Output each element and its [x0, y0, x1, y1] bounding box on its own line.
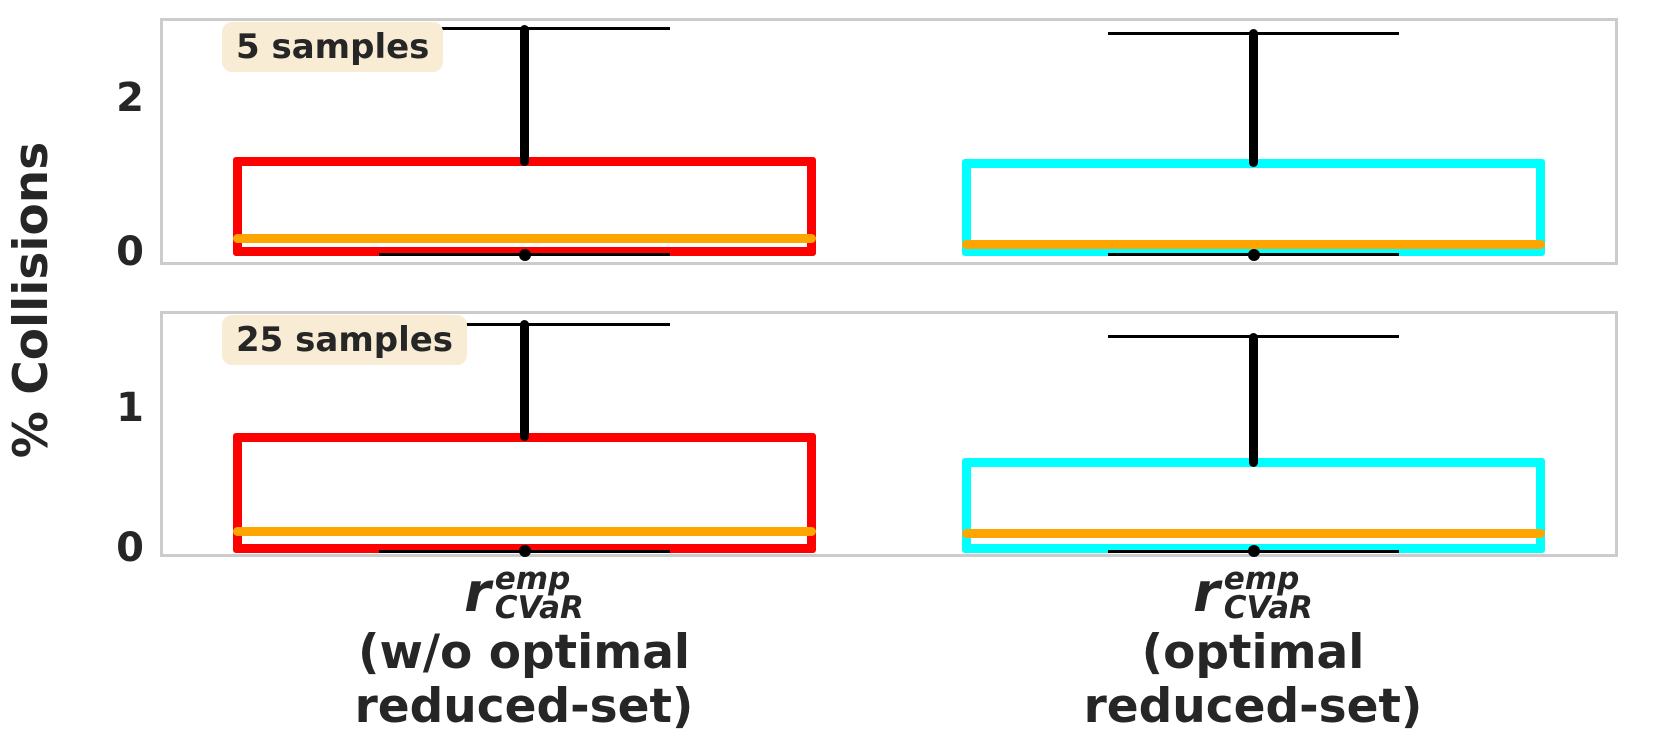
y-tick-label: 1	[116, 385, 144, 432]
median-line	[232, 233, 817, 243]
y-tick-label: 0	[116, 228, 144, 275]
whisker-end-dot	[518, 248, 531, 261]
whisker-end-dot	[518, 545, 531, 558]
median-line	[961, 528, 1546, 538]
y-tick-label: 0	[116, 525, 144, 572]
panel-label-25-samples: 25 samples	[222, 315, 468, 365]
x-label-line3: reduced-set)	[1083, 679, 1423, 734]
upper-whisker-cap	[1107, 335, 1400, 339]
panel-label-5-samples: 5 samples	[222, 22, 444, 72]
y-tick-label: 2	[116, 75, 144, 122]
formula-subscript: CVaR	[1223, 590, 1313, 627]
upper-whisker	[520, 320, 529, 442]
x-label-line2: (w/o optimal	[357, 625, 691, 680]
box-optimal-reduced-set	[961, 458, 1546, 553]
formula-subscript: CVaR	[494, 590, 584, 627]
median-line	[232, 526, 817, 536]
upper-whisker-cap	[378, 322, 671, 326]
formula-superscript: emp	[1223, 561, 1300, 598]
upper-whisker-cap	[1107, 31, 1400, 35]
formula-superscript: emp	[494, 561, 571, 598]
formula-base: r	[1193, 561, 1220, 624]
x-label-line2: (optimal	[1141, 625, 1365, 680]
upper-whisker	[520, 24, 529, 166]
upper-whisker	[1249, 332, 1258, 467]
upper-whisker	[1249, 29, 1258, 168]
x-label-line3: reduced-set)	[354, 679, 694, 734]
formula-base: r	[464, 561, 491, 624]
upper-whisker-cap	[378, 27, 671, 31]
whisker-end-dot	[1247, 248, 1260, 261]
median-line	[961, 240, 1546, 250]
whisker-end-dot	[1247, 545, 1260, 558]
